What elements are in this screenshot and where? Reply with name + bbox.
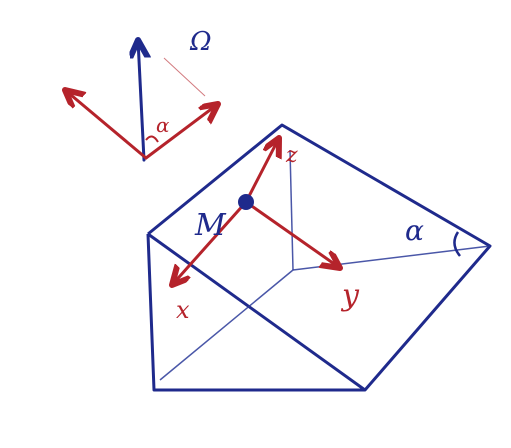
x-axis-arrow — [172, 200, 248, 285]
hidden-edge-diagonal — [159, 269, 294, 381]
omega-label: Ω — [189, 27, 212, 57]
rotation-frame: Ω α — [65, 27, 218, 162]
omega-axis-arrow — [138, 40, 144, 162]
point-m-dot — [238, 194, 254, 210]
faint-guide-line — [163, 57, 206, 97]
point-m-label: M — [194, 208, 227, 243]
local-axes: M z y x — [172, 138, 360, 324]
prism-outline — [146, 123, 492, 392]
hidden-edge-base — [292, 245, 491, 271]
y-axis-label: y — [340, 278, 360, 313]
prism-front-edge — [147, 232, 366, 392]
alpha-label-wedge: α — [405, 214, 424, 247]
inclined-plane: α — [146, 123, 492, 392]
rotation-arrow-left — [65, 90, 148, 160]
alpha-label-top: α — [156, 113, 170, 137]
x-axis-label: x — [176, 296, 190, 324]
alpha-angle-arc — [453, 231, 461, 257]
z-axis-arrow — [244, 138, 279, 204]
rotation-arrow-right — [144, 104, 218, 160]
z-axis-label: z — [285, 143, 298, 168]
hidden-edge-vertical — [289, 149, 294, 271]
alpha-angle-arc-top — [145, 135, 159, 143]
y-axis-arrow — [244, 200, 340, 268]
